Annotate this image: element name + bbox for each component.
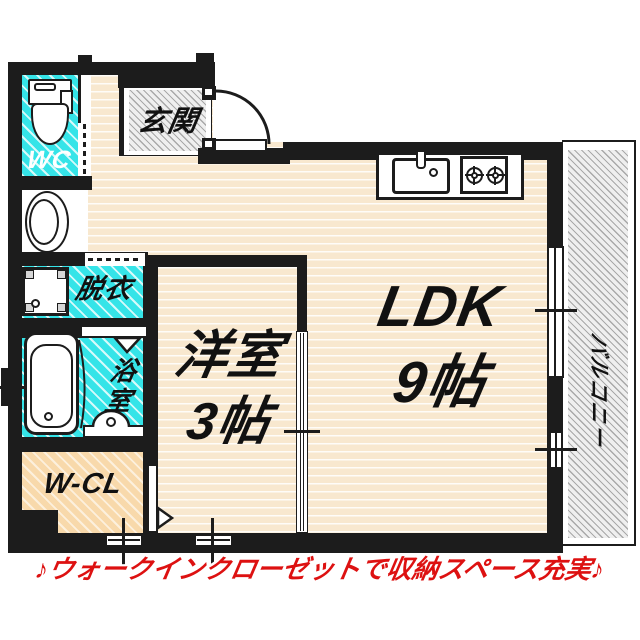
bathtub-drain-icon (44, 412, 53, 421)
entrance-door-arc-icon (215, 89, 271, 145)
room-western-size: 3帖 (182, 393, 276, 451)
burner1-ring-icon (466, 167, 483, 184)
wcl-door-leaf (147, 464, 158, 533)
room-western-label-group: 洋室 3帖 (155, 327, 303, 451)
room-western-label: 洋室 (170, 327, 288, 385)
room-ldk-label-group: LDK 9帖 (350, 274, 530, 415)
wc-door-track (78, 75, 81, 123)
tick-balcony-small (535, 448, 577, 451)
tick-balcony-large (535, 309, 577, 312)
toilet-lid-icon (34, 83, 56, 91)
caption-text: ♪ウォークインクローゼットで収納スペース充実♪ (32, 554, 607, 584)
bath-entry-knob-icon (106, 417, 116, 427)
entrance-hatch (129, 90, 206, 151)
wall-entrance-left-line (119, 62, 123, 156)
burner2-ring-icon (487, 167, 504, 184)
porch-outside-area (213, 0, 547, 142)
wall-porch-bottom (198, 148, 290, 164)
room-balcony-label: バルコニー (586, 330, 610, 450)
burner1-center-icon (471, 172, 478, 179)
wall-bath-bottom (8, 437, 158, 452)
wc-door-dashed (83, 124, 86, 174)
washbasin-inner-icon (29, 199, 59, 245)
balcony-hatch (568, 150, 628, 538)
window-balcony-large-line (554, 248, 556, 376)
washing-machine-pad-br (57, 303, 66, 312)
entrance-hinge-notch-bottom (205, 141, 212, 147)
faucet-icon (416, 150, 426, 169)
tick-western-door (284, 430, 320, 433)
washing-machine-drain-icon (31, 299, 40, 308)
room-ldk-label: LDK (373, 274, 507, 339)
wall-western-top (143, 255, 307, 267)
room-balcony-label-wrap: バルコニー (558, 285, 638, 495)
wall-wc-bottom (8, 176, 92, 190)
bath-partition-curve (78, 339, 86, 429)
wall-bottom (8, 533, 563, 553)
burner2-center-icon (492, 172, 499, 179)
wall-wcl-step (22, 510, 58, 533)
kitchen-knob-icon (429, 168, 438, 177)
washing-machine-pad-tr (57, 270, 66, 279)
room-dressing-label: 脱衣 (73, 274, 135, 304)
entrance-hinge-notch-top (205, 89, 212, 95)
wall-top-entrance (118, 62, 215, 88)
wall-stub-a (78, 55, 92, 63)
dressing-door-dashed (88, 258, 142, 261)
room-wc-label: WC (24, 146, 74, 174)
tick-window1 (122, 518, 125, 565)
room-entrance-label: 玄関 (135, 106, 201, 138)
bath-door-arrow-icon (112, 336, 143, 354)
room-wcl-label: W-CL (40, 468, 126, 500)
room-ldk-size: 9帖 (388, 350, 492, 415)
tick-left-wall (0, 386, 30, 389)
tick-window2 (211, 518, 214, 565)
wall-western-left (143, 255, 158, 533)
wall-top-wc (8, 62, 120, 75)
entrance-door-leaf (214, 139, 267, 152)
wcl-door-arrow-icon (156, 505, 175, 531)
washing-machine-pad-tl (25, 270, 34, 279)
wall-stub-b (196, 53, 214, 63)
